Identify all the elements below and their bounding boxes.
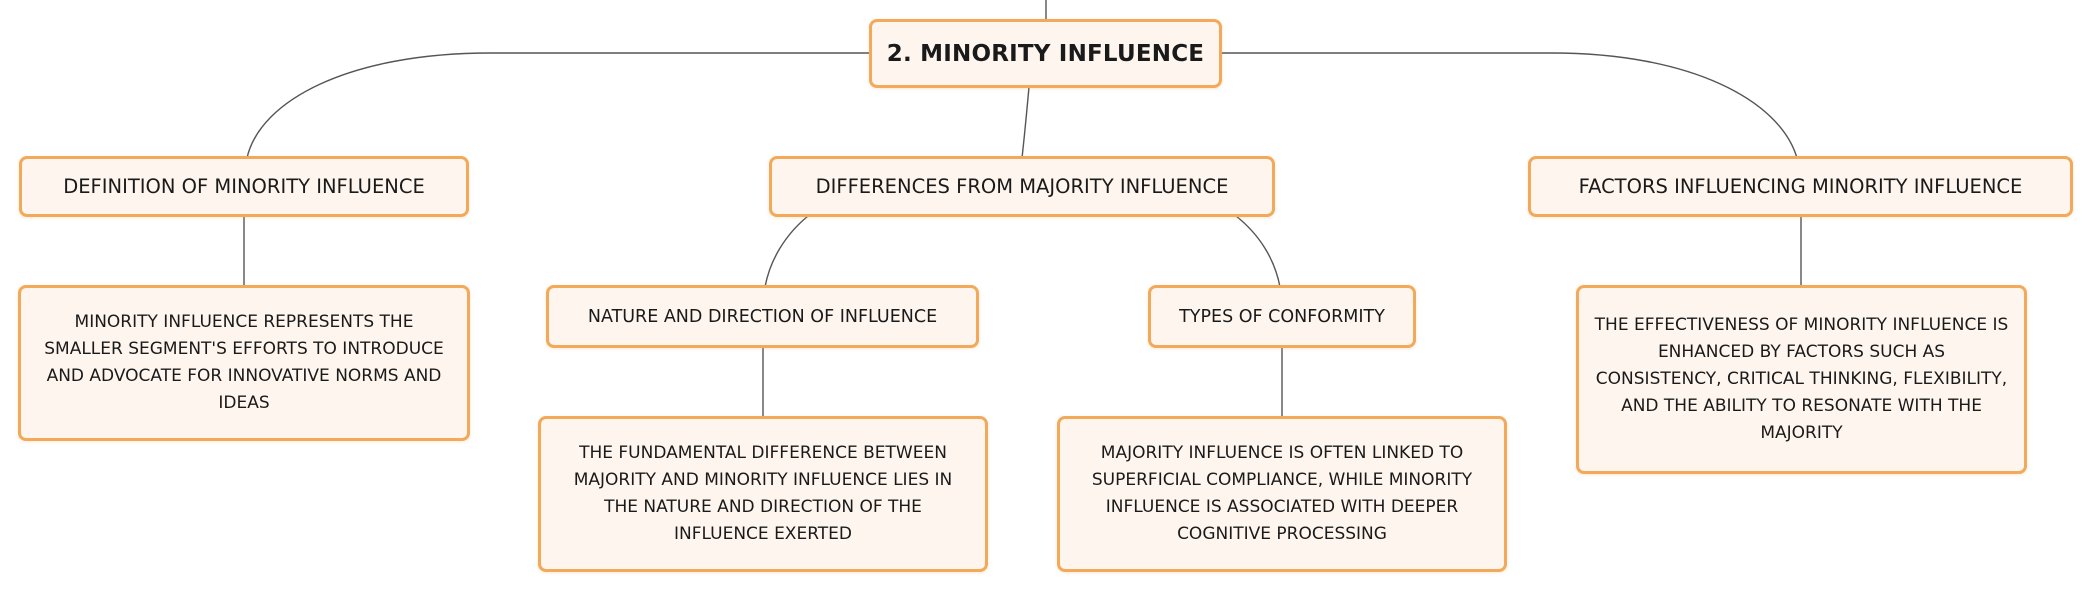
types-of-conformity-node[interactable]: TYPES OF CONFORMITY <box>1148 285 1416 348</box>
root-topic-node[interactable]: 2. MINORITY INFLUENCE <box>869 19 1222 88</box>
definition-node[interactable]: DEFINITION OF MINORITY INFLUENCE <box>19 156 469 217</box>
connector-root-to-definition <box>246 52 870 159</box>
differences-label: DIFFERENCES FROM MAJORITY INFLUENCE <box>815 175 1229 198</box>
definition-detail-text: MINORITY INFLUENCE REPRESENTS THE SMALLE… <box>44 312 444 413</box>
types-of-conformity-detail-text: MAJORITY INFLUENCE IS OFTEN LINKED TO SU… <box>1091 443 1473 544</box>
connector-differences-to-conformity <box>1235 215 1281 288</box>
factors-label: FACTORS INFLUENCING MINORITY INFLUENCE <box>1578 175 2023 198</box>
connector-differences-to-nature <box>764 215 809 288</box>
connector-root-to-differences <box>1021 86 1030 159</box>
nature-direction-detail-node[interactable]: THE FUNDAMENTAL DIFFERENCE BETWEEN MAJOR… <box>538 416 988 572</box>
definition-detail-node[interactable]: MINORITY INFLUENCE REPRESENTS THE SMALLE… <box>18 285 470 441</box>
nature-direction-detail-text: THE FUNDAMENTAL DIFFERENCE BETWEEN MAJOR… <box>573 443 953 544</box>
factors-detail-text: THE EFFECTIVENESS OF MINORITY INFLUENCE … <box>1594 315 2009 443</box>
connector-root-to-factors <box>1221 52 1798 159</box>
factors-node[interactable]: FACTORS INFLUENCING MINORITY INFLUENCE <box>1528 156 2073 217</box>
root-topic-label: 2. MINORITY INFLUENCE <box>886 40 1205 67</box>
definition-label: DEFINITION OF MINORITY INFLUENCE <box>63 175 425 198</box>
nature-direction-label: NATURE AND DIRECTION OF INFLUENCE <box>587 306 938 327</box>
types-of-conformity-label: TYPES OF CONFORMITY <box>1179 306 1385 327</box>
factors-detail-node[interactable]: THE EFFECTIVENESS OF MINORITY INFLUENCE … <box>1576 285 2027 474</box>
nature-direction-node[interactable]: NATURE AND DIRECTION OF INFLUENCE <box>546 285 979 348</box>
types-of-conformity-detail-node[interactable]: MAJORITY INFLUENCE IS OFTEN LINKED TO SU… <box>1057 416 1507 572</box>
differences-node[interactable]: DIFFERENCES FROM MAJORITY INFLUENCE <box>769 156 1275 217</box>
